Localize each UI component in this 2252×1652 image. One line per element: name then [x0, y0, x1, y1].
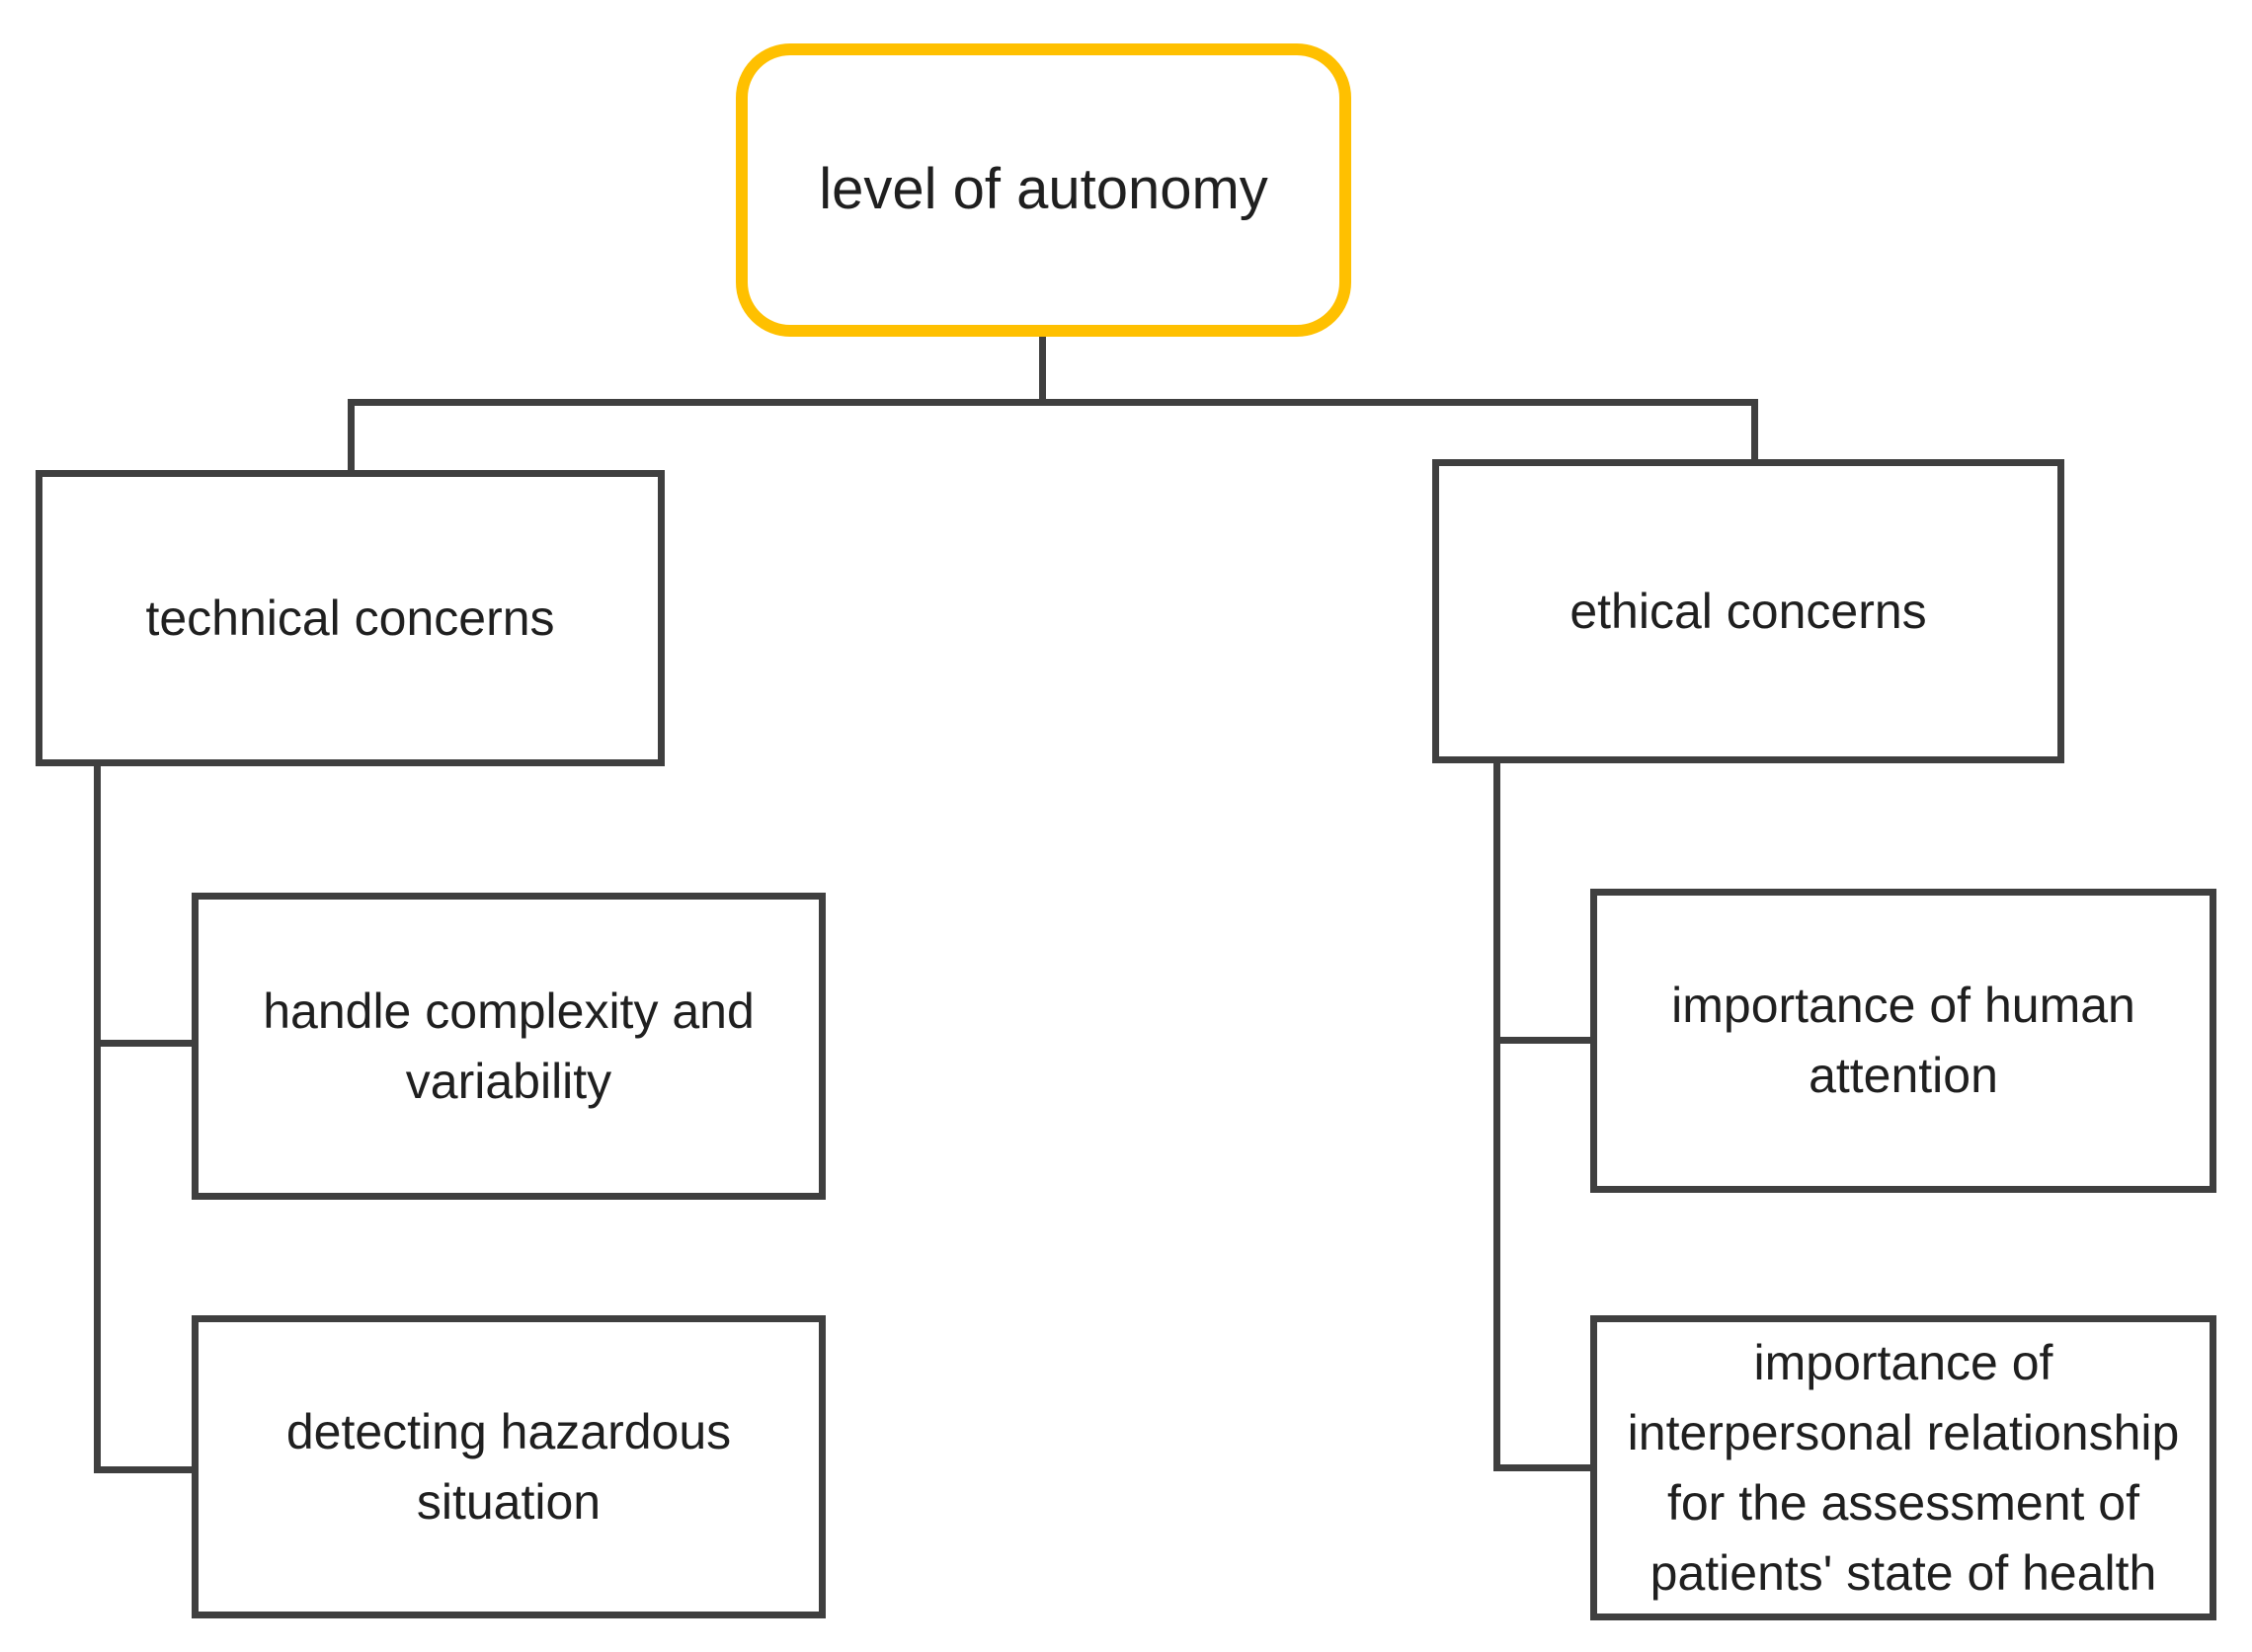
node-ethical-concerns: ethical concerns [1432, 459, 2064, 763]
node-ethical-concerns-label: ethical concerns [1569, 583, 1927, 639]
connector-to-interpersonal [1493, 1464, 1595, 1471]
node-human-attention-label: importance of human attention [1671, 978, 2135, 1103]
connector-drop-ethical [1751, 399, 1758, 464]
node-detecting-hazardous: detecting hazardous situation [192, 1315, 826, 1618]
node-handle-complexity: handle complexity and variability [192, 893, 826, 1200]
node-technical-concerns: technical concerns [36, 470, 665, 766]
node-level-of-autonomy-label: level of autonomy [819, 157, 1268, 222]
node-interpersonal-relationship: importance of interpersonal relationship… [1590, 1315, 2216, 1620]
node-level-of-autonomy: level of autonomy [736, 43, 1351, 337]
connector-rail-ethical [1493, 756, 1500, 1471]
connector-rail-technical [94, 760, 101, 1473]
node-technical-concerns-label: technical concerns [145, 590, 555, 646]
node-interpersonal-relationship-label: importance of interpersonal relationship… [1627, 1334, 2180, 1601]
connector-root-stem [1039, 334, 1046, 405]
node-handle-complexity-label: handle complexity and variability [263, 983, 755, 1109]
node-human-attention: importance of human attention [1590, 889, 2216, 1193]
connector-drop-technical [348, 399, 355, 474]
connector-to-human-attention [1493, 1037, 1595, 1044]
connector-to-handle-complexity [94, 1040, 197, 1047]
connector-to-detecting-hazardous [94, 1466, 197, 1473]
node-detecting-hazardous-label: detecting hazardous situation [285, 1403, 732, 1530]
connector-root-branch-bar [348, 399, 1758, 406]
